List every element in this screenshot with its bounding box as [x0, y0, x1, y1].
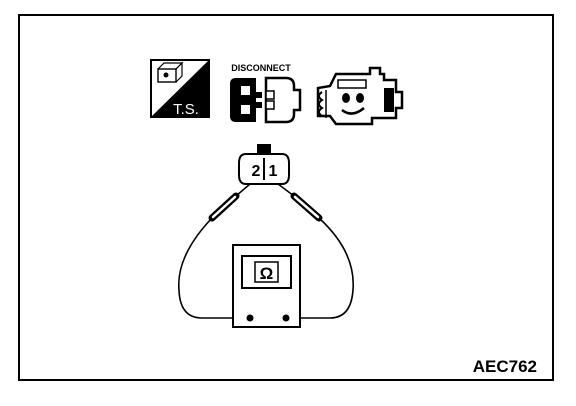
probe-right — [277, 183, 323, 222]
figure-code: AEC762 — [473, 357, 537, 376]
ohmmeter-terminal-right — [282, 314, 290, 322]
terminal-2: 2 — [252, 163, 261, 180]
ohmmeter-terminal-left — [246, 314, 254, 322]
ts-label: T.S. — [173, 101, 199, 118]
lead-right — [286, 217, 354, 319]
probe-left — [208, 183, 251, 222]
disconnect-label: DISCONNECT — [231, 63, 291, 73]
lead-left — [177, 217, 250, 319]
engine-icon — [316, 66, 404, 126]
ohm-symbol-box — [254, 261, 279, 283]
ohm-symbol: Ω — [260, 264, 274, 283]
connector-lock-tab — [257, 144, 271, 154]
ts-icon: T.S. — [150, 59, 210, 118]
connector: 2 1 — [238, 144, 290, 185]
ohmmeter: Ω — [232, 244, 301, 328]
disconnect-icon: DISCONNECT — [230, 63, 302, 124]
terminal-1: 1 — [269, 163, 278, 180]
